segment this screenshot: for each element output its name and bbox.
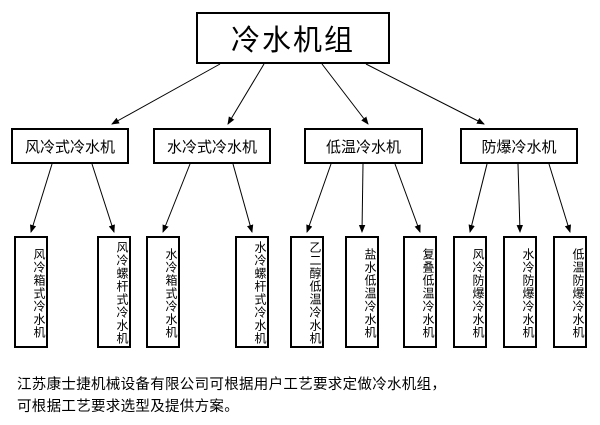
node-label: 盐水低温冷水机 [363,247,377,339]
node-label: 水冷防爆冷水机 [521,247,535,339]
edge-explosion-proof-to-water-cooled [516,163,523,233]
node-cascade-low-temperature-chiller[interactable]: 复叠低温冷水机 [403,236,437,348]
edge-water-cooled-to-screw-type [232,163,254,233]
node-air-cooled-explosion-proof-chiller[interactable]: 风冷防爆冷水机 [453,236,487,348]
node-label: 风冷箱式冷水机 [32,247,46,339]
footer-line-1: 江苏康士捷机械设备有限公司可根据用户工艺要求定做冷水机组， [17,377,447,393]
edge-air-cooled-to-screw-type [91,163,115,233]
node-label: 复叠低温冷水机 [421,247,435,339]
node-label: 风冷螺杆式冷水机 [115,241,129,345]
edge-air-cooled-to-box-type [30,163,53,233]
edge-root-to-water-cooled [227,63,265,125]
edge-explosion-proof-to-air-cooled [468,163,488,233]
node-label: 风冷式冷水机 [24,137,115,156]
node-air-cooled-screw-type-chiller[interactable]: 风冷螺杆式冷水机 [97,236,131,348]
node-label: 水冷箱式冷水机 [164,247,178,339]
node-water-cooled-explosion-proof-chiller[interactable]: 水冷防爆冷水机 [503,236,537,348]
node-label: 水冷螺杆式冷水机 [253,241,267,345]
edge-low-temp-to-brine [358,163,366,233]
edge-water-cooled-to-box-type [162,163,191,233]
edge-low-temp-to-glycol [306,163,332,233]
node-label: 水冷式冷水机 [166,137,257,156]
node-low-temperature-chiller[interactable]: 低温冷水机 [304,128,423,164]
edge-explosion-proof-to-low-temp [548,163,571,233]
footer-line-2: 可根据工艺要求选型及提供方案。 [17,399,239,416]
node-label: 低温冷水机 [325,137,401,156]
edge-root-to-low-temp [321,63,369,125]
node-glycol-low-temperature-chiller[interactable]: 乙二醇低温冷水机 [290,236,324,348]
node-water-cooled-screw-type-chiller[interactable]: 水冷螺杆式冷水机 [235,236,269,348]
node-air-cooled-box-type-chiller[interactable]: 风冷箱式冷水机 [14,236,48,348]
edge-low-temp-to-cascade [394,163,421,233]
node-root-chiller-unit[interactable]: 冷水机组 [196,12,390,64]
edge-root-to-explosion-proof [365,63,485,125]
node-root-label: 冷水机组 [230,23,355,57]
node-air-cooled-chiller[interactable]: 风冷式冷水机 [11,128,129,164]
node-brine-low-temperature-chiller[interactable]: 盐水低温冷水机 [345,236,379,348]
node-explosion-proof-chiller[interactable]: 防爆冷水机 [460,128,578,164]
node-label: 风冷防爆冷水机 [471,247,485,339]
edge-root-to-air-cooled [111,63,221,125]
node-water-cooled-chiller[interactable]: 水冷式冷水机 [153,128,271,164]
footer-note: 江苏康士捷机械设备有限公司可根据用户工艺要求定做冷水机组， 可根据工艺要求选型及… [17,374,583,419]
node-label: 防爆冷水机 [481,137,557,156]
node-label: 乙二醇低温冷水机 [308,241,322,345]
node-label: 低温防爆冷水机 [571,247,585,339]
node-water-cooled-box-type-chiller[interactable]: 水冷箱式冷水机 [146,236,180,348]
node-low-temperature-explosion-proof-chiller[interactable]: 低温防爆冷水机 [553,236,587,348]
